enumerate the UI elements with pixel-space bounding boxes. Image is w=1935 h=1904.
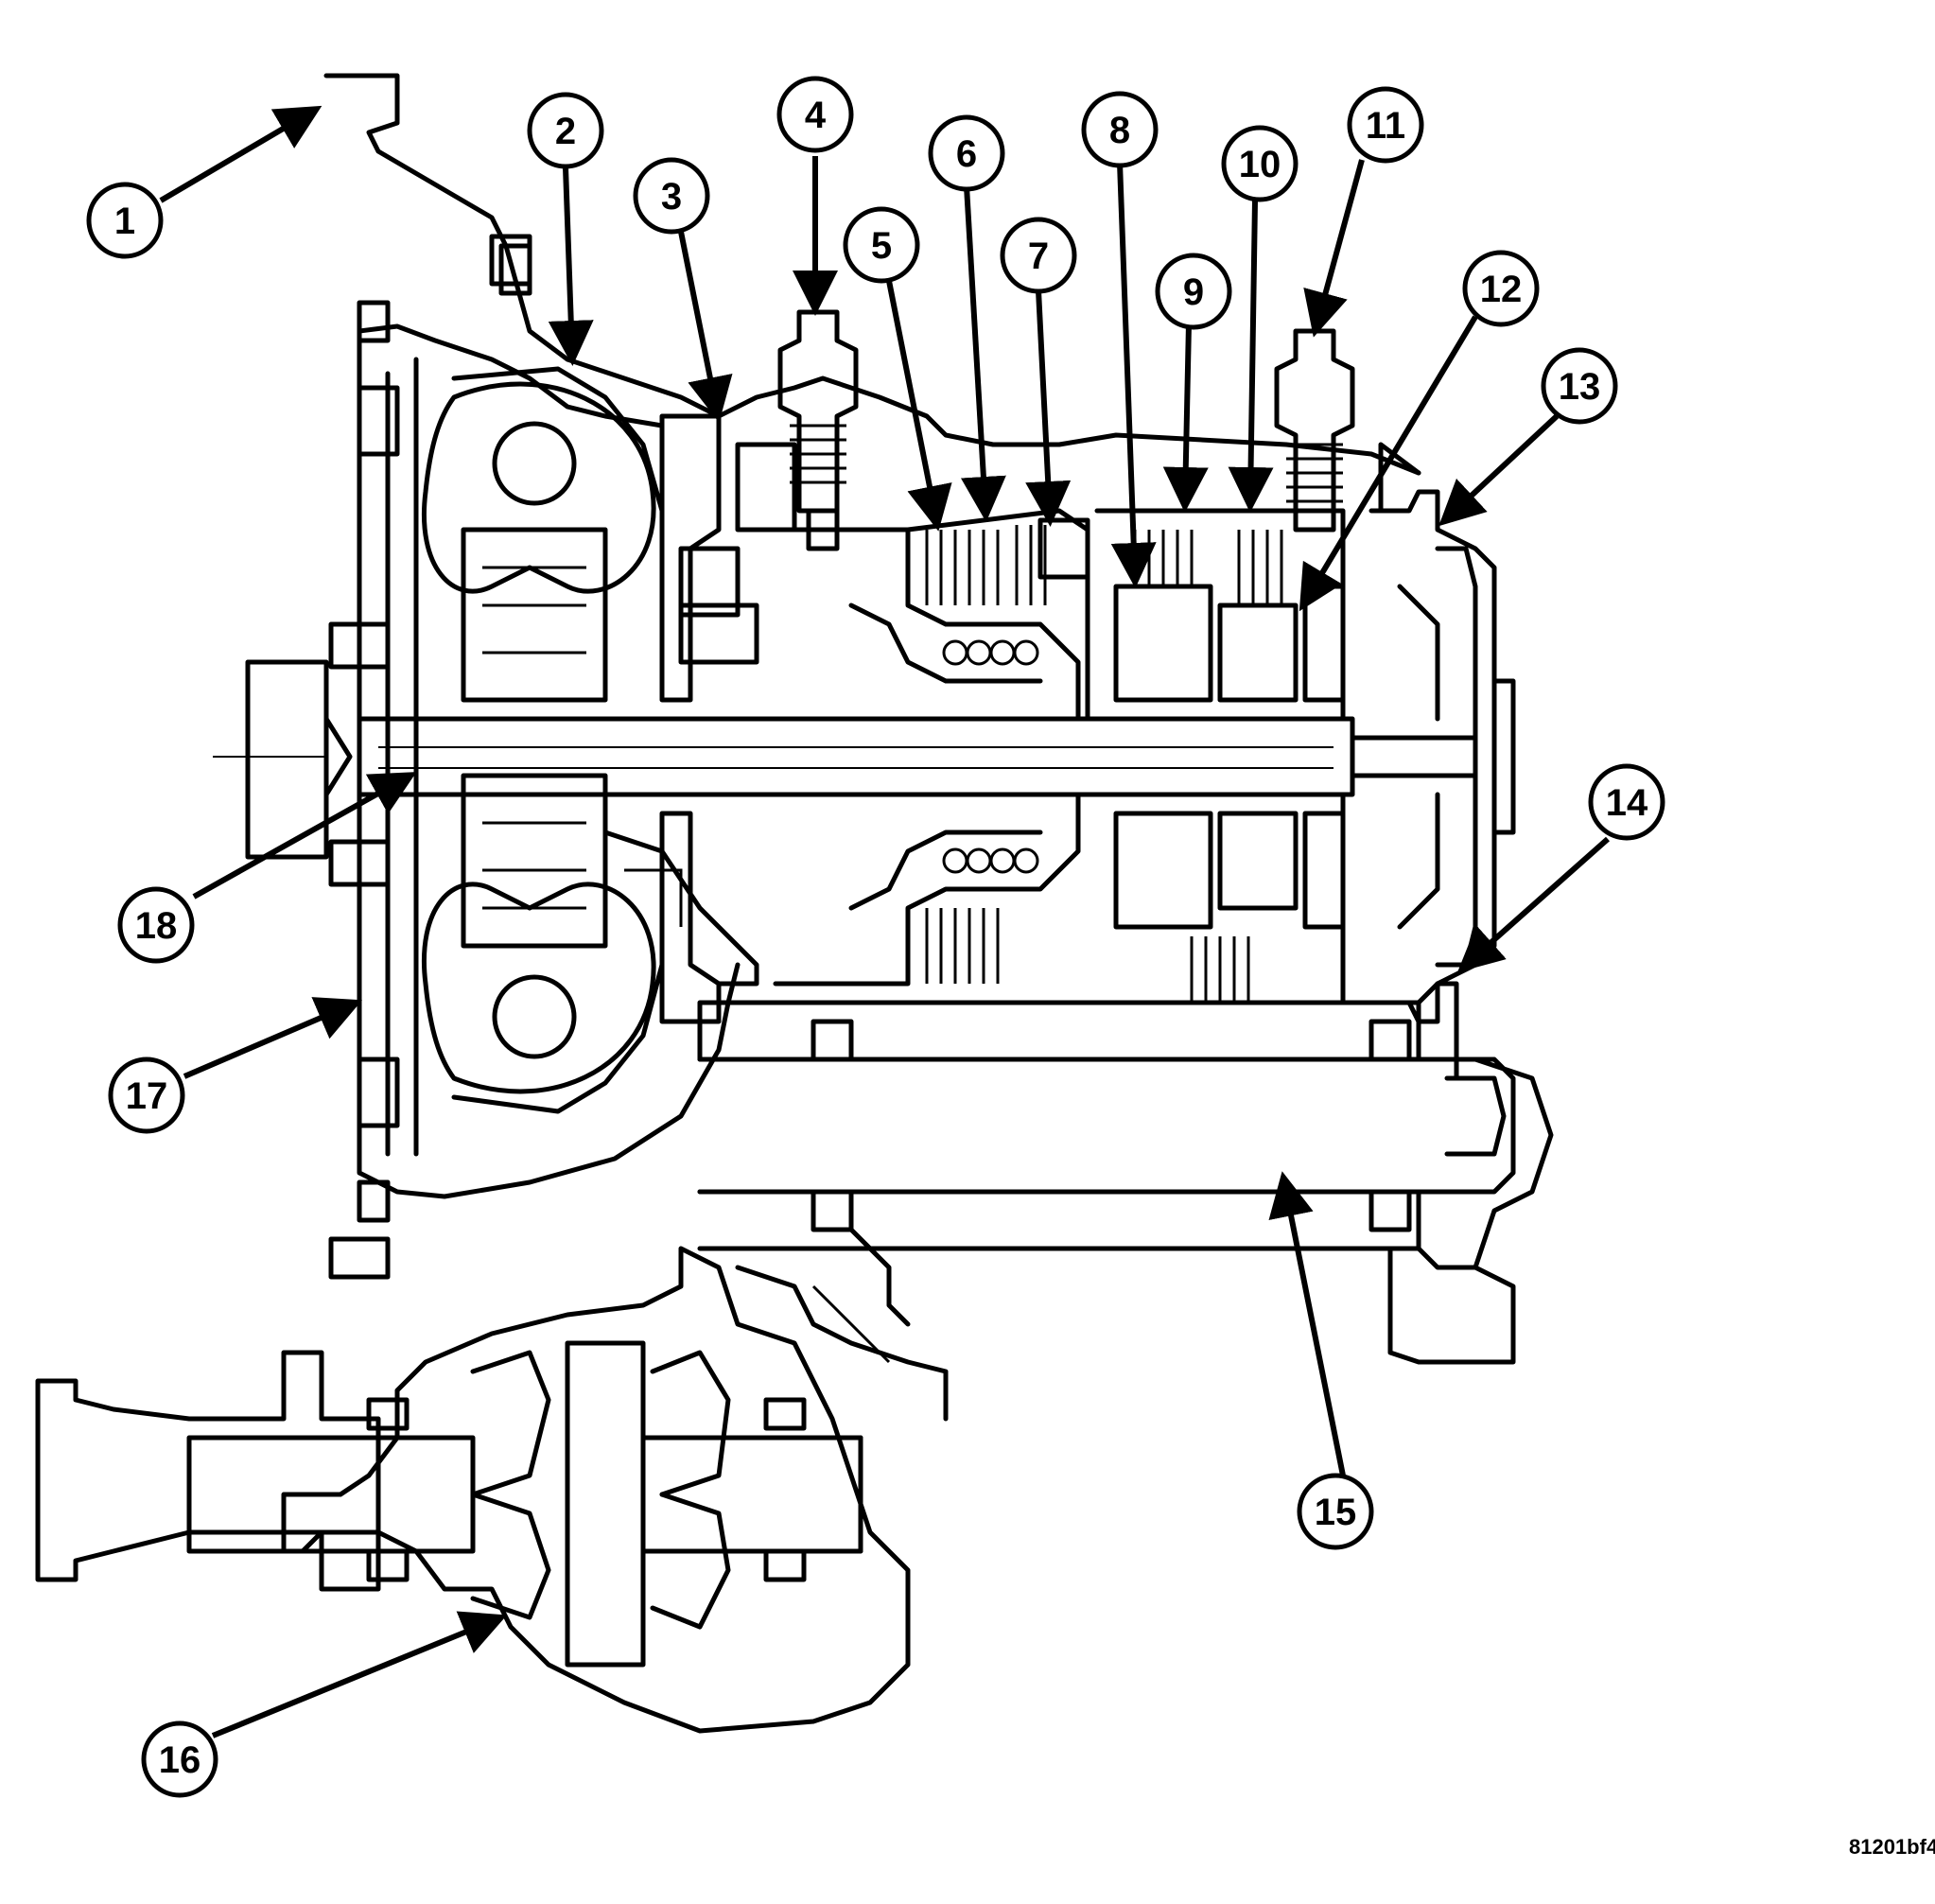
callout-11: 11 xyxy=(1347,86,1424,164)
input-speed-sensor xyxy=(777,309,859,551)
callout-7: 7 xyxy=(1000,217,1077,294)
svg-text:18: 18 xyxy=(135,905,178,947)
svg-text:8: 8 xyxy=(1109,110,1130,151)
transaxle-artwork xyxy=(35,73,1554,1734)
callout-1: 1 xyxy=(86,182,164,259)
callout-6: 6 xyxy=(928,114,1005,192)
clutch-packs-upper xyxy=(773,508,1090,722)
callout-12: 12 xyxy=(1462,250,1540,327)
svg-text:7: 7 xyxy=(1028,236,1049,277)
callout-8: 8 xyxy=(1081,91,1159,168)
transfer-shaft xyxy=(697,981,1554,1365)
callout-2: 2 xyxy=(527,92,604,169)
callout-5: 5 xyxy=(843,206,920,284)
svg-text:10: 10 xyxy=(1239,144,1281,185)
output-speed-sensor xyxy=(1274,328,1355,533)
callout-15: 15 xyxy=(1297,1473,1374,1550)
svg-text:4: 4 xyxy=(805,95,827,136)
svg-text:3: 3 xyxy=(661,176,682,218)
callout-10: 10 xyxy=(1221,125,1299,202)
svg-text:2: 2 xyxy=(555,111,576,152)
callouts: 1 2 3 4 5 6 7 8 9 10 11 12 13 14 15 16 1… xyxy=(86,76,1665,1798)
svg-text:9: 9 xyxy=(1183,271,1204,313)
callout-17: 17 xyxy=(108,1057,185,1134)
svg-text:6: 6 xyxy=(956,133,977,175)
planetary-gear-sets xyxy=(1094,508,1346,1005)
callout-14: 14 xyxy=(1588,763,1665,841)
svg-text:1: 1 xyxy=(114,201,135,242)
callout-16: 16 xyxy=(141,1721,218,1798)
figure-id: 81201bf4 xyxy=(1849,1835,1935,1859)
svg-text:14: 14 xyxy=(1606,782,1648,824)
leader-lines xyxy=(159,105,1610,1738)
callout-3: 3 xyxy=(633,157,710,235)
svg-text:17: 17 xyxy=(126,1075,168,1117)
differential-assembly xyxy=(35,1227,949,1734)
callout-18: 18 xyxy=(117,886,195,964)
svg-text:15: 15 xyxy=(1315,1492,1357,1533)
callout-13: 13 xyxy=(1541,347,1618,425)
input-shaft-stub xyxy=(213,659,353,860)
svg-text:16: 16 xyxy=(159,1739,201,1781)
input-shaft xyxy=(357,716,1478,797)
svg-text:5: 5 xyxy=(871,225,892,267)
rear-cover xyxy=(1368,442,1516,1024)
mounting-lugs xyxy=(357,234,532,1223)
torque-converter xyxy=(422,381,656,1094)
svg-text:13: 13 xyxy=(1559,366,1601,408)
callout-4: 4 xyxy=(776,76,854,153)
callout-9: 9 xyxy=(1155,253,1232,330)
svg-text:11: 11 xyxy=(1366,105,1405,147)
clutch-packs-lower xyxy=(773,792,1081,987)
svg-text:12: 12 xyxy=(1480,269,1523,310)
